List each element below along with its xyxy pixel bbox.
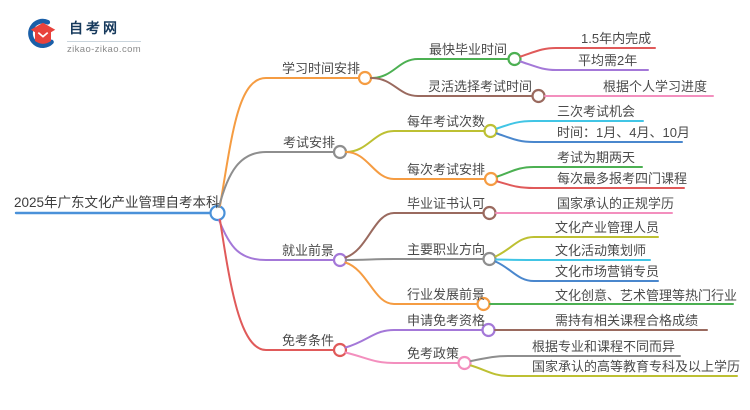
- node-exams-per-year: 每年考试次数: [407, 114, 486, 129]
- edge-cultural-event-planner: [495, 258, 651, 261]
- node-exemption-conditions: 免考条件: [282, 333, 335, 348]
- node-cultural-industry-manager: 文化产业管理人员: [555, 220, 660, 235]
- edge-varies-by-major: [470, 355, 681, 362]
- node-recognized-college-degree: 国家承认的高等教育专科及以上学历: [532, 359, 741, 374]
- logo-title: 自考网: [69, 20, 120, 36]
- edge-cultural-industry-manager: [494, 236, 659, 258]
- node-three-exam-chances: 三次考试机会: [557, 104, 636, 119]
- edge-exam-months: [496, 132, 683, 143]
- edge-fastest-graduation-time: [370, 51, 522, 79]
- edge-study-time-arrangement: [219, 70, 373, 207]
- edge-cultural-marketing-specialist: [494, 260, 659, 282]
- edge-exam-arrangement: [218, 144, 348, 208]
- node-each-exam-arrangement: 每次考试安排: [407, 162, 486, 177]
- node-main-career-directions: 主要职业方向: [407, 242, 486, 257]
- edge-complete-within-1-5-years: [519, 47, 656, 58]
- node-max-four-courses: 每次最多报考四门课程: [557, 171, 688, 186]
- edge-root: [14, 204, 226, 222]
- node-exam-months: 时间：1月、4月、10月: [557, 125, 690, 140]
- node-average-2-years: 平均需2年: [578, 53, 638, 68]
- node-exemption-policy: 免考政策: [407, 346, 460, 361]
- node-root: 2025年广东文化产业管理自考本科: [14, 195, 220, 210]
- edge-main-career-directions: [345, 251, 497, 267]
- edge-exams-per-year: [345, 123, 498, 153]
- node-complete-within-1-5-years: 1.5年内完成: [581, 31, 652, 46]
- edge-three-exam-chances: [496, 120, 644, 130]
- graduation-cap-icon: [28, 18, 56, 48]
- node-varies-by-major: 根据专业和课程不同而异: [532, 339, 676, 354]
- node-passing-grades-required: 需持有相关课程合格成绩: [555, 313, 699, 328]
- node-hot-industries: 文化创意、艺术管理等热门行业: [555, 288, 738, 303]
- node-fastest-graduation-time: 最快毕业时间: [429, 42, 508, 57]
- edge-recognized-college-degree: [470, 364, 738, 377]
- node-employment-prospects: 就业前景: [282, 243, 335, 258]
- site-logo[interactable]: 自考网 zikao-zikao.com: [27, 18, 142, 55]
- edge-exemption-policy: [344, 351, 472, 371]
- node-state-recognized-qualification: 国家承认的正规学历: [557, 196, 675, 211]
- node-exemption-application: 申请免考资格: [407, 313, 486, 328]
- node-study-time-arrangement: 学习时间安排: [282, 61, 361, 76]
- node-diploma-recognition: 毕业证书认可: [407, 196, 486, 211]
- edge-max-four-courses: [496, 180, 685, 189]
- node-exam-lasts-two-days: 考试为期两天: [557, 150, 636, 165]
- node-flexible-exam-schedule: 灵活选择考试时间: [428, 79, 533, 94]
- node-exam-arrangement: 考试安排: [283, 135, 336, 150]
- edge-average-2-years: [519, 60, 649, 71]
- edge-flexible-exam-schedule: [370, 77, 546, 104]
- edge-exemption-conditions: [219, 219, 348, 358]
- logo-domain: zikao-zikao.com: [67, 41, 142, 55]
- node-cultural-marketing-specialist: 文化市场营销专员: [555, 264, 660, 279]
- edge-exam-lasts-two-days: [496, 166, 643, 178]
- node-based-on-personal-progress: 根据个人学习进度: [603, 79, 708, 94]
- node-industry-outlook: 行业发展前景: [407, 287, 486, 302]
- edge-each-exam-arrangement: [345, 151, 499, 187]
- node-cultural-event-planner: 文化活动策划师: [555, 243, 647, 258]
- edge-employment-prospects: [218, 219, 348, 268]
